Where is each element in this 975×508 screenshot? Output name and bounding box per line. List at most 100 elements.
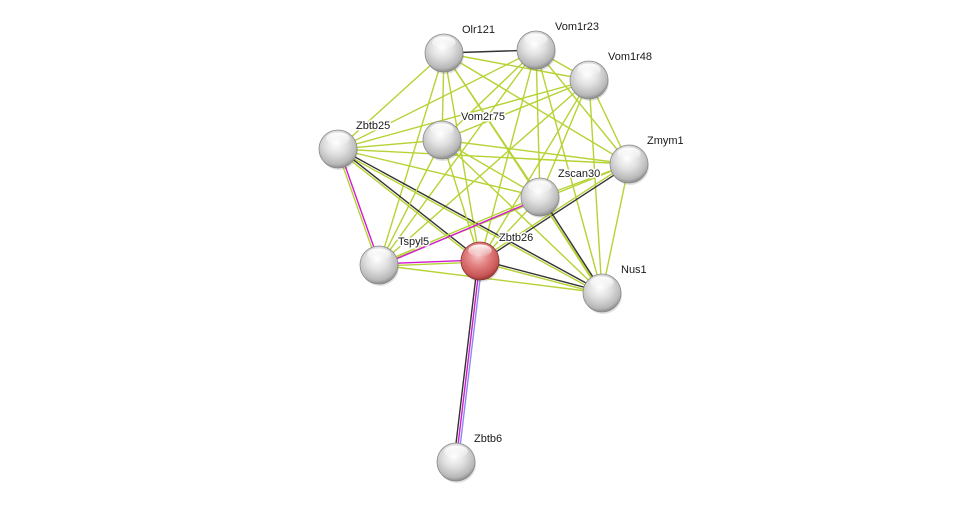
edge-olr121-vom1r48: [443, 52, 590, 81]
node-label-halo: Zbtb25: [356, 120, 390, 132]
edge-line-textmining: [479, 261, 602, 295]
node-highlight: [577, 63, 601, 76]
node-label: Vom1r23: [555, 21, 599, 33]
node-label: Zbtb6: [474, 433, 502, 445]
node-label: Nus1: [621, 264, 647, 276]
edge-line-textmining: [479, 162, 629, 261]
node-highlight: [444, 445, 468, 458]
node-label: Zbtb25: [356, 120, 390, 132]
edge-vom1r23-vom2r75: [441, 49, 537, 141]
node-label: Vom2r75: [461, 111, 505, 123]
node-label-halo: Zmym1: [647, 135, 684, 147]
edge-line-coexpression: [453, 260, 479, 462]
node-label-halo: Zscan30: [558, 168, 600, 180]
edge-line-textmining: [378, 52, 445, 266]
edge-zbtb26-nus1: [479, 259, 603, 295]
edge-olr121-zmym1: [443, 52, 630, 165]
edge-vom2r75-zbtb26: [441, 139, 481, 262]
edge-line-textmining: [443, 52, 590, 81]
edge-vom1r23-tspyl5: [378, 49, 537, 266]
edge-line-textmining: [535, 49, 630, 165]
edge-zbtb25-nus1: [337, 147, 603, 295]
edge-zmym1-zbtb26: [479, 162, 630, 263]
edge-vom1r48-vom2r75: [441, 79, 590, 141]
edge-vom1r23-zscan30: [535, 49, 541, 198]
edge-vom2r75-zmym1: [441, 139, 630, 165]
edge-vom1r23-zbtb25: [337, 49, 537, 150]
edge-vom1r48-zbtb25: [337, 79, 590, 150]
edge-line-textmining: [336, 149, 379, 266]
node-highlight: [468, 244, 492, 257]
edge-line-textmining: [337, 79, 590, 150]
edge-zbtb26-zbtb6: [453, 260, 483, 463]
edge-vom1r48-zscan30: [539, 79, 590, 198]
node-highlight: [432, 36, 456, 49]
node-label-halo: Vom2r75: [461, 111, 505, 123]
node-label: Olr121: [462, 24, 495, 36]
edge-vom1r48-tspyl5: [378, 79, 590, 266]
edge-zscan30-tspyl5: [378, 195, 541, 267]
node-label-halo: Zbtb26: [499, 232, 533, 244]
edge-vom1r23-zmym1: [535, 49, 630, 165]
node-highlight: [524, 33, 548, 46]
edge-olr121-zbtb25: [337, 52, 445, 150]
edge-line-textmining: [337, 149, 602, 295]
edge-line-textmining: [337, 148, 541, 198]
edge-line-textmining: [337, 49, 537, 150]
node-highlight: [367, 248, 391, 261]
node-highlight: [617, 147, 641, 160]
edge-line-textmining: [378, 264, 603, 294]
edge-line-textmining: [378, 139, 443, 266]
edge-line-textmining: [535, 49, 603, 294]
node-label-halo: Zbtb6: [474, 433, 502, 445]
edge-line-textmining: [441, 139, 481, 262]
node-label-halo: Vom1r48: [608, 51, 652, 63]
edge-line-textmining: [443, 52, 630, 165]
edge-line-textmining: [337, 52, 445, 150]
node-label: Vom1r48: [608, 51, 652, 63]
node-label-halo: Vom1r23: [555, 21, 599, 33]
node-highlight: [590, 276, 614, 289]
edge-tspyl5-nus1: [378, 264, 603, 294]
edge-line-textmining: [479, 79, 590, 262]
edge-line-textmining: [441, 79, 590, 141]
node-highlight: [528, 180, 552, 193]
edge-vom1r23-zbtb26: [479, 49, 537, 262]
edge-zmym1-nus1: [601, 163, 630, 294]
edge-line-textmining: [539, 79, 590, 198]
edge-line-textmining: [479, 49, 537, 262]
edge-line-coexpression: [338, 147, 603, 293]
node-label: Zmym1: [647, 135, 684, 147]
edge-vom1r48-zbtb26: [479, 79, 590, 262]
node-label-halo: Olr121: [462, 24, 495, 36]
edge-line-textmining: [378, 195, 540, 265]
edge-line-textmining: [441, 49, 537, 141]
edge-line-experimental: [455, 260, 481, 463]
edge-zbtb25-zscan30: [337, 148, 541, 198]
node-label: Zbtb26: [499, 232, 533, 244]
edge-olr121-tspyl5: [378, 52, 445, 266]
edge-zbtb25-tspyl5: [336, 148, 381, 266]
node-highlight: [326, 132, 350, 145]
edge-zbtb25-zmym1: [337, 148, 630, 165]
node-highlight: [430, 123, 454, 136]
node-label: Tspyl5: [398, 236, 429, 248]
edge-line-textmining: [535, 49, 541, 198]
edge-line-experimental: [379, 197, 541, 267]
edge-line-coexpression: [480, 259, 603, 293]
edge-line-textmining: [441, 139, 630, 165]
edge-line-textmining: [601, 163, 630, 294]
